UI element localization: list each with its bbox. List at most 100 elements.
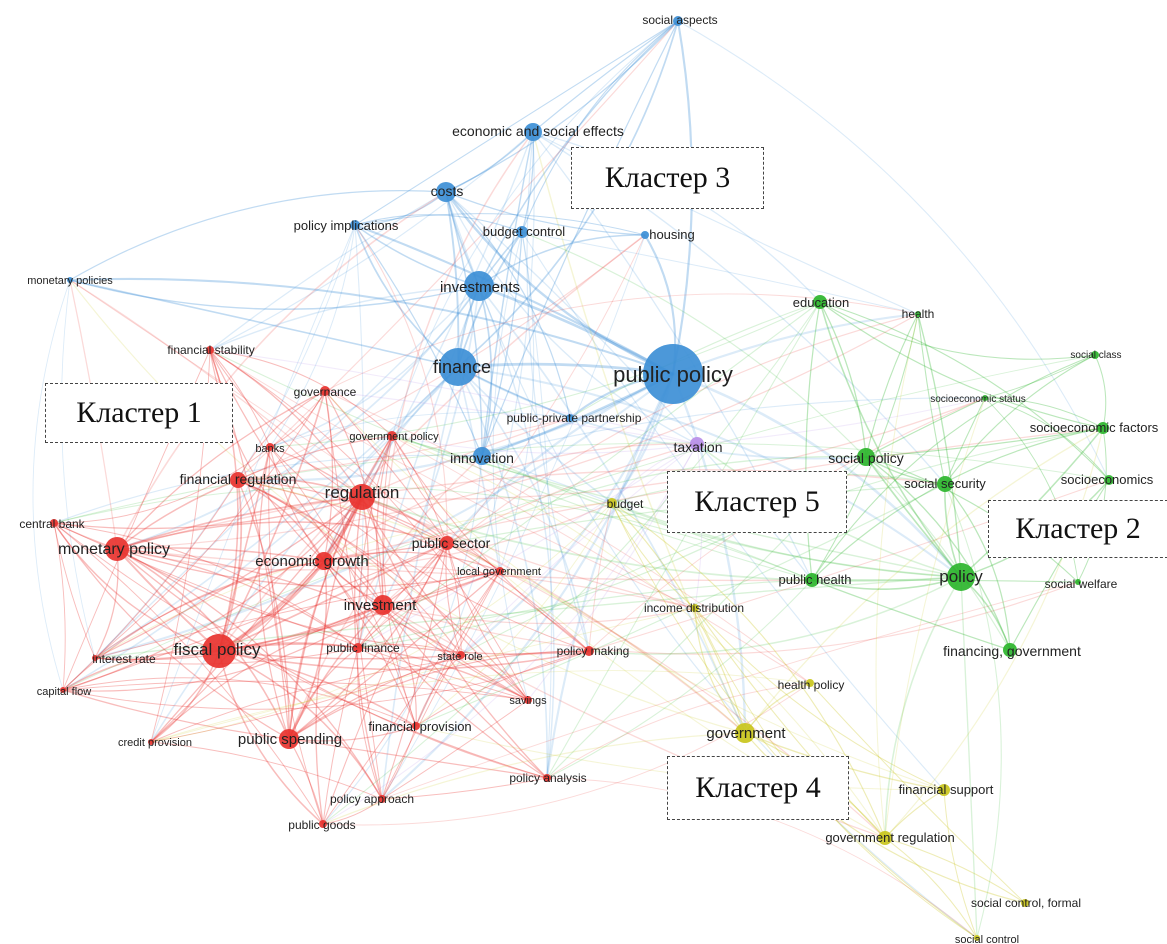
node-capital-flow[interactable] <box>60 687 66 693</box>
node-public-goods[interactable] <box>319 820 327 828</box>
node-social-security[interactable] <box>937 476 953 492</box>
network-edge <box>391 435 698 454</box>
node-social-class[interactable] <box>1091 351 1099 359</box>
node-label: health <box>902 307 935 321</box>
node-health-policy[interactable] <box>806 679 814 687</box>
node-banks[interactable] <box>266 443 274 451</box>
cluster-label-1: Кластер 1 <box>45 383 233 443</box>
node-social-aspects[interactable] <box>673 16 683 26</box>
network-edge <box>415 650 590 727</box>
network-edge <box>884 576 962 839</box>
node-social-control-formal[interactable] <box>1021 899 1029 907</box>
network-edge <box>209 349 813 581</box>
node-credit-provision[interactable] <box>148 739 154 745</box>
node-budget-control[interactable] <box>516 226 528 238</box>
node-income-distribution[interactable] <box>691 604 699 612</box>
node-policy-implications[interactable] <box>350 220 360 230</box>
node-label: public health <box>779 572 852 587</box>
network-edge <box>819 301 867 458</box>
network-edge <box>53 446 271 524</box>
node-education[interactable] <box>813 295 827 309</box>
network-edge <box>62 496 363 691</box>
node-state-role[interactable] <box>457 651 465 659</box>
network-edge <box>62 479 239 691</box>
node-finance[interactable] <box>439 348 477 386</box>
node-social-welfare[interactable] <box>1075 579 1081 585</box>
node-housing[interactable] <box>641 231 649 239</box>
network-edge <box>811 354 1096 581</box>
network-edge <box>381 777 548 800</box>
node-public-spending[interactable] <box>279 729 299 749</box>
node-label: central bank <box>19 517 85 531</box>
network-edge <box>323 366 459 562</box>
node-public-private-partnership[interactable] <box>566 414 574 422</box>
node-economic-growth[interactable] <box>315 552 333 570</box>
network-edge <box>116 548 548 779</box>
node-public-policy[interactable] <box>643 344 703 404</box>
network-edge <box>819 301 1110 481</box>
network-edge <box>917 313 962 578</box>
node-policy-making[interactable] <box>584 646 594 656</box>
node-health[interactable] <box>915 311 921 317</box>
node-policy[interactable] <box>947 563 975 591</box>
node-label: investments <box>440 279 520 296</box>
network-edge <box>357 542 448 649</box>
network-edge <box>382 435 417 727</box>
node-fiscal-policy[interactable] <box>202 634 236 668</box>
node-economic-and-social-effects[interactable] <box>524 123 542 141</box>
node-government[interactable] <box>735 723 755 743</box>
node-monetary-policies[interactable] <box>67 277 73 283</box>
node-regulation[interactable] <box>349 484 375 510</box>
node-policy-approach[interactable] <box>378 795 386 803</box>
node-investments[interactable] <box>464 271 494 301</box>
node-public-health[interactable] <box>805 573 819 587</box>
network-edge <box>116 191 447 550</box>
network-edge <box>218 570 501 652</box>
node-financial-provision[interactable] <box>412 722 420 730</box>
network-edge <box>457 366 590 652</box>
node-social-policy[interactable] <box>857 448 875 466</box>
network-edge <box>94 366 459 659</box>
node-taxation[interactable] <box>690 437 704 451</box>
node-public-finance[interactable] <box>353 643 363 653</box>
network-edge <box>116 548 462 656</box>
network-edge <box>381 234 646 800</box>
node-interest-rate[interactable] <box>92 655 98 661</box>
node-financial-regulation[interactable] <box>230 472 246 488</box>
network-edge <box>611 502 978 939</box>
node-financial-stability[interactable] <box>206 346 214 354</box>
network-edge <box>361 496 529 701</box>
network-edge <box>116 548 813 582</box>
node-governance[interactable] <box>320 386 330 396</box>
network-edge <box>150 560 325 743</box>
network-edge <box>457 20 679 368</box>
node-socioeconomic-status[interactable] <box>982 395 988 401</box>
node-investment[interactable] <box>373 595 393 615</box>
network-edge <box>694 607 945 791</box>
network-edge <box>696 397 986 445</box>
node-central-bank[interactable] <box>50 519 58 527</box>
node-policy-analysis[interactable] <box>543 774 551 782</box>
network-edge <box>322 647 359 825</box>
node-label: local government <box>457 566 541 578</box>
node-local-government[interactable] <box>496 567 504 575</box>
node-financial-support[interactable] <box>938 784 950 796</box>
node-socioeconomics[interactable] <box>1104 475 1114 485</box>
network-edge <box>150 670 811 743</box>
node-social-control[interactable] <box>974 935 980 941</box>
node-costs[interactable] <box>436 182 456 202</box>
network-edge <box>62 649 220 691</box>
network-edge <box>354 20 679 226</box>
node-label: financial provision <box>368 719 471 734</box>
node-government-policy[interactable] <box>387 431 397 441</box>
node-budget[interactable] <box>607 498 617 508</box>
network-edge <box>62 689 290 740</box>
node-innovation[interactable] <box>473 447 491 465</box>
node-financing-government[interactable] <box>1003 643 1017 657</box>
node-government-regulation[interactable] <box>878 831 892 845</box>
node-monetary-policy[interactable] <box>105 537 129 561</box>
node-label: education <box>793 295 849 310</box>
node-public-sector[interactable] <box>440 536 454 550</box>
node-savings[interactable] <box>524 696 532 704</box>
node-socioeconomic-factors[interactable] <box>1097 422 1109 434</box>
